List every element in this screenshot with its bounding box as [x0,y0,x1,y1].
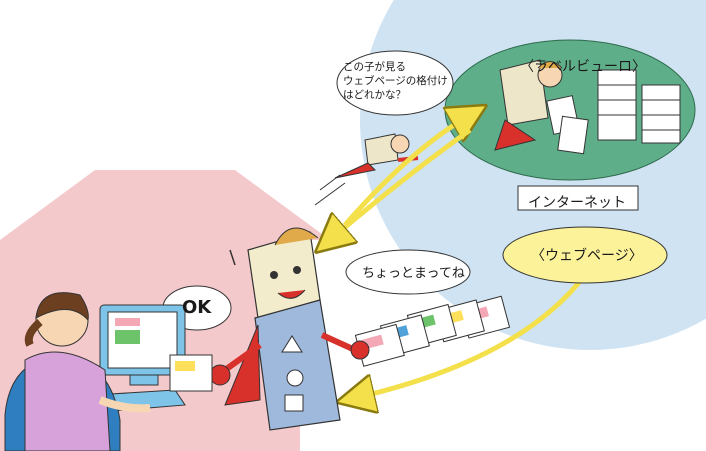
label-bureau-title: 〈ラベルビューロ〉 [520,59,646,75]
held-webpage [169,354,213,392]
computer [94,304,186,413]
webpage-stack [354,295,511,367]
question-text: この子が見る ウェブページの格付け はどれかな？ [343,60,448,102]
arrow-from-webpages [355,273,587,398]
arrow-from-bureau [330,127,472,240]
flying-character [314,133,419,206]
main-character [209,227,370,431]
bureau-character [494,59,589,155]
girl [4,292,151,451]
question-bubble [336,50,454,116]
question-line: はどれかな？ [343,89,406,101]
webpage-label: 〈ウェブページ〉 [531,248,643,264]
internet-label: インターネット [528,195,626,211]
webpage-ellipse [502,226,668,284]
arrow-to-bureau [343,115,470,227]
wait-bubble [345,249,471,295]
wait-label: ちょっとまってね [362,266,465,281]
internet-label-box [517,185,639,211]
server-icon [597,69,681,144]
ok-label: OK [182,297,212,318]
question-line: ウェブページの格付け [343,75,448,87]
question-line: この子が見る [343,61,406,73]
